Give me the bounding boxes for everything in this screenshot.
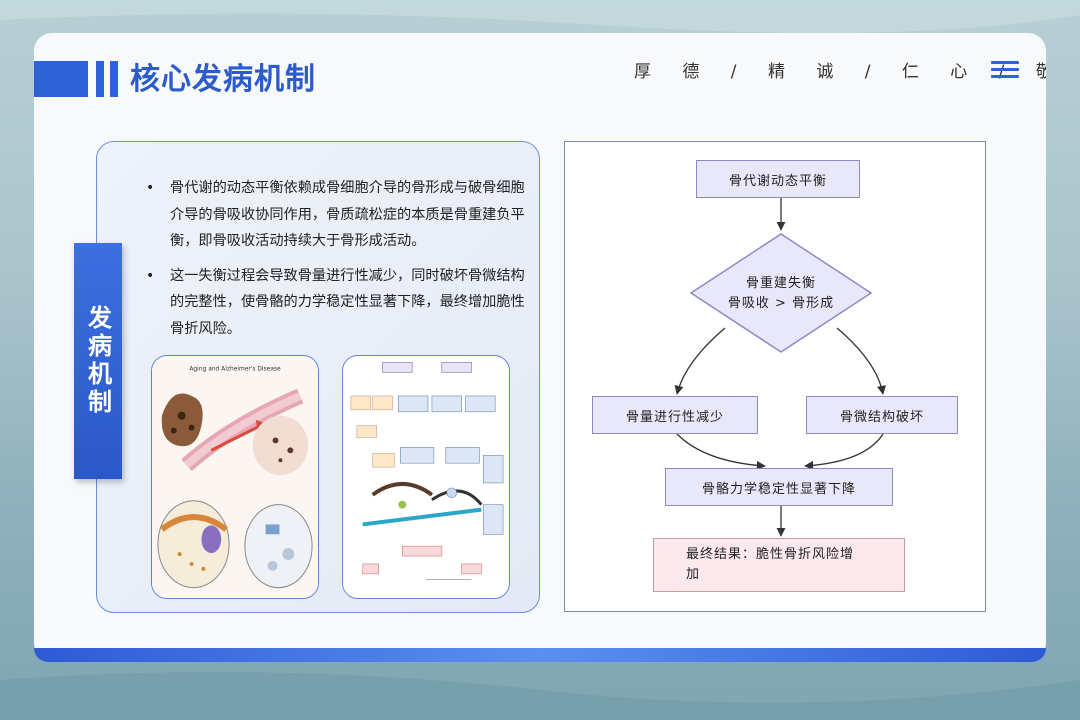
- final-line1: 最终结果：脆性骨折风险增: [686, 547, 855, 562]
- flow-node-start: 骨代谢动态平衡: [696, 160, 860, 198]
- bullet-item: 骨代谢的动态平衡依赖成骨细胞介导的骨形成与破骨细胞介导的骨吸收协同作用，骨质疏松…: [138, 175, 528, 255]
- flow-node-final: 最终结果：脆性骨折风险增 加: [653, 538, 905, 592]
- flow-node-microstructure: 骨微结构破坏: [806, 396, 958, 434]
- slide-panel: 核心发病机制 厚 德 / 精 诚 / 仁 心 / 敬 业 骨代谢的动态平衡依赖成…: [34, 33, 1046, 661]
- flow-node-bone-loss: 骨量进行性减少: [592, 396, 758, 434]
- bullet-list: 骨代谢的动态平衡依赖成骨细胞介导的骨形成与破骨细胞介导的骨吸收协同作用，骨质疏松…: [138, 175, 528, 350]
- decision-line1: 骨重建失衡: [745, 276, 816, 291]
- motto-text: 厚 德 / 精 诚 / 仁 心 / 敬 业: [634, 62, 1046, 82]
- final-line2: 加: [686, 567, 701, 582]
- menu-icon[interactable]: [991, 61, 1019, 79]
- flowchart-connectors: [674, 198, 886, 537]
- bottom-accent-band: [34, 648, 1046, 662]
- illustration-pathway-diagram: [342, 355, 510, 599]
- illustration-caption: Aging and Alzheimer's Disease: [189, 366, 281, 372]
- title-accent-block: [34, 61, 88, 97]
- bullet-item: 这一失衡过程会导致骨量进行性减少，同时破坏骨微结构的完整性，使骨骼的力学稳定性显…: [138, 263, 528, 343]
- flow-node-stability: 骨骼力学稳定性显著下降: [665, 468, 893, 506]
- side-tag-text: 发病机制: [83, 305, 112, 417]
- title-accent-stripe: [110, 61, 118, 97]
- illustration-aging-disease: Aging and Alzheimer's Disease: [151, 355, 319, 599]
- title-accent-stripe: [96, 61, 104, 97]
- decision-diamond: [689, 233, 873, 353]
- side-tag: 发病机制: [74, 243, 122, 479]
- flowchart-panel: 骨代谢动态平衡 骨重建失衡 骨吸收 > 骨形成 骨量进行性减少 骨微结构破坏 骨…: [564, 141, 986, 612]
- flow-decision-text: 骨重建失衡 骨吸收 > 骨形成: [691, 274, 871, 314]
- page-title: 核心发病机制: [130, 62, 316, 97]
- decision-line2: 骨吸收 > 骨形成: [727, 296, 835, 311]
